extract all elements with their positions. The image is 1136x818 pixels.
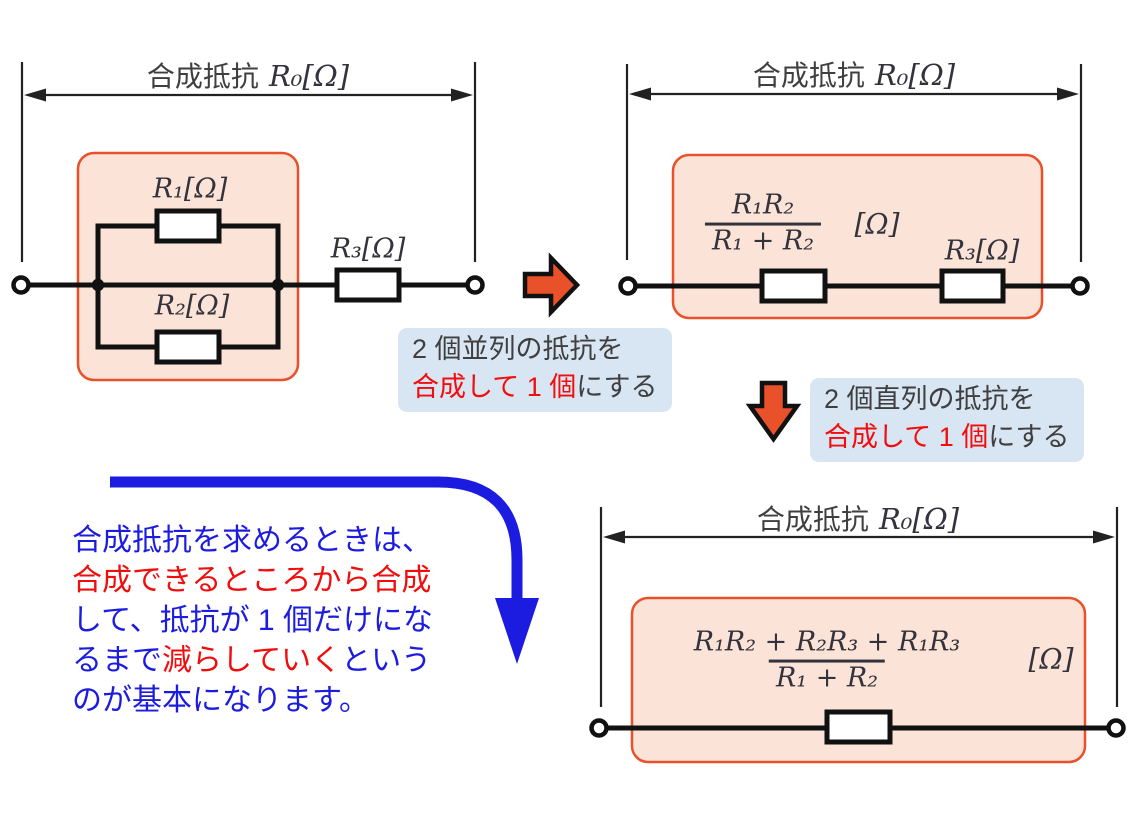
terminal-right: [465, 275, 485, 295]
dim-arrowhead-left: [629, 87, 651, 101]
d3-fraction-numerator: R₁R₂ + R₂R₃ + R₁R₃: [693, 626, 961, 658]
callout-series-line2-red: 合成して 1 個: [824, 422, 989, 452]
d2-title-math: R₀[Ω]: [874, 58, 956, 92]
final-resistor-highlight-box: [630, 596, 1087, 764]
d1-title-math: R₀[Ω]: [268, 59, 350, 93]
terminal-left: [618, 276, 638, 296]
d3-title: 合成抵抗 R₀[Ω]: [757, 498, 959, 538]
callout-parallel-line2-rest: にする: [576, 372, 658, 402]
d3-fraction-denominator: R₁ + R₂: [768, 659, 886, 696]
d2-unit-label: [Ω]: [854, 207, 900, 241]
callout-series-line1: 2 個直列の抵抗を: [824, 380, 1070, 418]
dim-arrowhead-right: [1057, 87, 1079, 101]
callout-series-line2-rest: にする: [988, 422, 1070, 452]
dim-arrowhead-right: [451, 88, 473, 102]
callout-parallel-line1: 2 個並列の抵抗を: [412, 330, 658, 368]
d3-title-math: R₀[Ω]: [878, 502, 960, 536]
blue-curve: [110, 476, 523, 601]
callout-series: 2 個直列の抵抗を 合成して 1 個にする: [810, 378, 1084, 462]
diagram3-group: [589, 507, 1126, 764]
note-pointer-arrow: [110, 476, 539, 664]
note-text-block: 合成抵抗を求めるときは、 合成できるところから合成 して、抵抗が 1 個だけにな…: [72, 521, 433, 721]
blue-arrowhead: [495, 598, 539, 664]
junction-dot-right: [271, 278, 285, 292]
callout-parallel: 2 個並列の抵抗を 合成して 1 個にする: [398, 328, 672, 412]
d3-fraction: R₁R₂ + R₂R₃ + R₁R₃ R₁ + R₂: [687, 627, 968, 696]
d2-fraction: R₁R₂ R₁ + R₂: [704, 189, 822, 259]
d2-fraction-denominator: R₁ + R₂: [704, 222, 822, 259]
d2-fraction-numerator: R₁R₂: [731, 189, 795, 221]
note-line-2: 合成できるところから合成: [72, 561, 433, 601]
terminal-right: [1070, 276, 1090, 296]
resistor-r3: [939, 268, 1006, 304]
note-line-1: 合成抵抗を求めるときは、: [72, 521, 433, 561]
d1-r1-label: R₁[Ω]: [152, 173, 228, 205]
resistor-r1: [154, 208, 222, 244]
parallel-group-highlight-box: [76, 151, 300, 382]
note-line-3-text: して、抵抗が 1 個だけにな: [72, 604, 433, 637]
d3-unit-label: [Ω]: [1028, 642, 1074, 676]
d1-title-jp: 合成抵抗: [146, 61, 259, 92]
transform-right-arrow-icon: [522, 252, 581, 318]
terminal-left: [589, 718, 609, 738]
diagram2-group: [618, 64, 1090, 320]
diagram1-group: [11, 62, 485, 382]
resistor-combined-r1r2: [759, 268, 828, 304]
note-line-4b: 減らしていく: [162, 644, 342, 677]
note-line-5-text: のが基本になります。: [72, 684, 369, 717]
note-line-5: のが基本になります。: [72, 681, 433, 721]
resistor-r3: [334, 267, 402, 303]
d2-r3-label: R₃[Ω]: [944, 235, 1020, 267]
note-line-3: して、抵抗が 1 個だけにな: [72, 601, 433, 641]
resistor-total: [824, 709, 893, 745]
note-line-4: るまで減らしていくという: [72, 641, 433, 681]
callout-parallel-line2: 合成して 1 個にする: [412, 368, 658, 406]
callout-parallel-line2-red: 合成して 1 個: [412, 372, 577, 402]
dim-arrowhead-right: [1093, 530, 1115, 544]
d3-title-jp: 合成抵抗: [756, 504, 869, 535]
note-line-4a: るまで: [72, 644, 162, 677]
terminal-left: [11, 275, 31, 295]
d1-r3-label: R₃[Ω]: [330, 233, 406, 265]
note-line-2-text: 合成できるところから合成: [72, 564, 432, 597]
d1-r2-label: R₂[Ω]: [154, 290, 230, 322]
dim-arrowhead-left: [603, 530, 625, 544]
callout-series-line2: 合成して 1 個にする: [824, 418, 1070, 456]
d2-title: 合成抵抗 R₀[Ω]: [753, 54, 955, 94]
dim-arrowhead-left: [24, 88, 46, 102]
d1-title: 合成抵抗 R₀[Ω]: [147, 55, 349, 95]
note-line-4c: という: [341, 644, 432, 677]
d2-title-jp: 合成抵抗: [752, 60, 865, 91]
callout-series-line1-text: 2 個直列の抵抗を: [824, 384, 1036, 414]
transform-down-arrow-icon: [745, 380, 802, 443]
resistor-r2: [154, 329, 222, 365]
note-line-1-text: 合成抵抗を求めるときは、: [72, 524, 432, 557]
junction-dot-left: [91, 278, 105, 292]
callout-parallel-line1-text: 2 個並列の抵抗を: [412, 334, 624, 364]
terminal-right: [1106, 718, 1126, 738]
